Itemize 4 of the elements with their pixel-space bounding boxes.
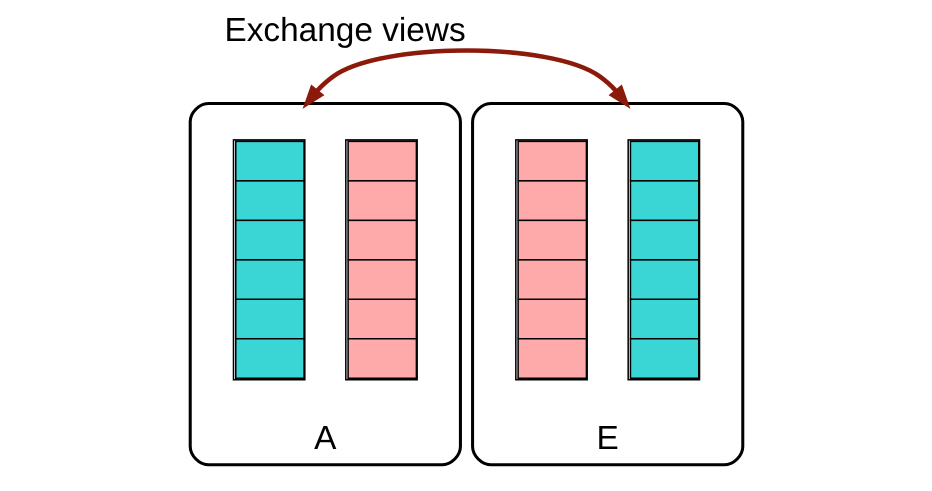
edge-label: Exchange views — [224, 12, 466, 49]
arrow — [302, 48, 630, 109]
cluster: A — [188, 102, 462, 466]
cluster: E — [470, 102, 744, 466]
